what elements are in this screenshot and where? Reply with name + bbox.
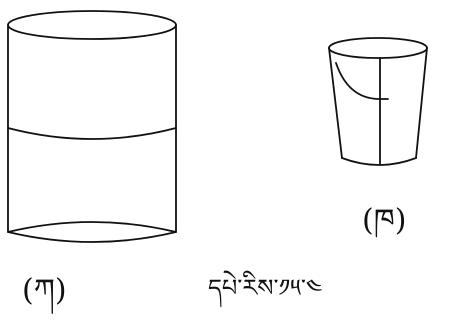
bucket-shape xyxy=(328,37,428,166)
bucket-rim-ellipse xyxy=(328,37,428,59)
drum-middle-band xyxy=(7,127,177,140)
bucket-bottom-curve xyxy=(341,157,417,166)
bucket-left-side xyxy=(328,47,343,159)
figure-caption: དཔེ་རིས་༡༥་༤ xyxy=(208,274,323,302)
bucket-label: (ཁ) xyxy=(362,203,407,238)
bucket-right-side xyxy=(415,47,428,159)
drum-bottom-ellipse xyxy=(7,221,177,243)
drum-shape xyxy=(7,10,177,243)
drum-top-ellipse xyxy=(7,10,177,40)
bucket-handle xyxy=(335,62,389,100)
drum-label: (ཀ) xyxy=(22,273,67,308)
